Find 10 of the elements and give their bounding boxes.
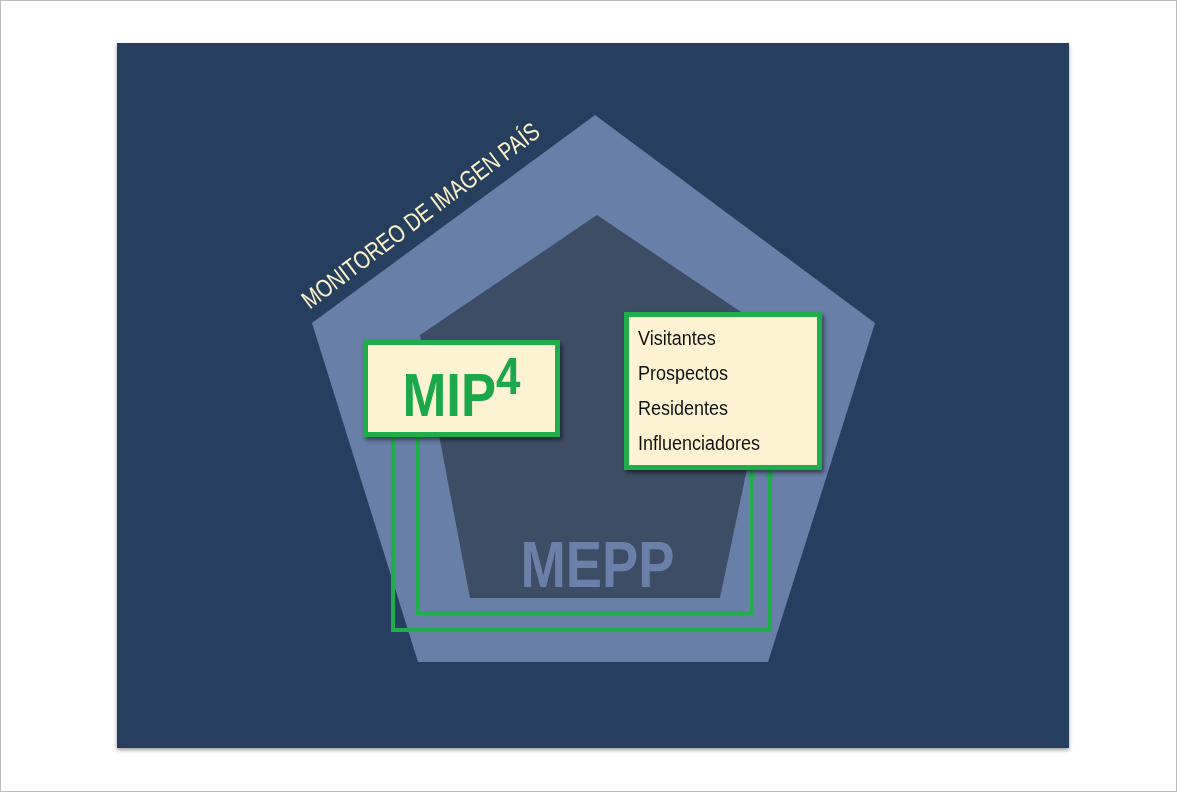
list-item: Influenciadores — [638, 432, 761, 455]
arrow — [416, 437, 756, 615]
title-box — [363, 340, 560, 437]
box-label: MIP$^{4}$ — [402, 351, 521, 426]
list-item: Residentes — [638, 397, 729, 420]
arrow — [391, 437, 774, 632]
list-box — [624, 312, 822, 470]
list-item: Prospectos — [638, 362, 729, 385]
list-item: Visitantes — [638, 327, 716, 350]
pentagon-label: MEPP — [519, 533, 676, 597]
